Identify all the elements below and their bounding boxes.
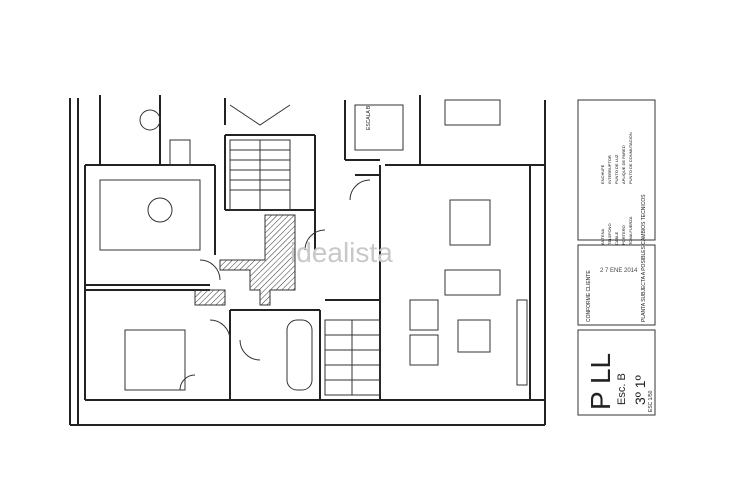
client-subtitle: PLANTA SUBJECTA A POSIBLES CAMBIOS TECNI… — [641, 194, 647, 322]
legend-item: TOMA FUERZA — [628, 216, 633, 245]
legend-box — [577, 99, 656, 241]
legend-item: PORTERO — [621, 225, 626, 245]
title-box: P LL Esc. B 3º 1º ESC 1/50 — [577, 329, 656, 416]
legend-item: TELEFONO — [607, 223, 612, 245]
date-stamp: 2 7 ENE 2014 — [600, 268, 638, 274]
legend-item: INTERRUPTOR — [607, 155, 612, 184]
watermark-logo: idealista — [290, 237, 393, 268]
legend-item: PUNTO DE CONMUTACION — [628, 132, 633, 184]
doors — [179, 179, 371, 391]
legend-item: ENCHUFE — [600, 164, 605, 184]
legend-item: ANTENA — [600, 228, 605, 245]
hatched-structure — [194, 214, 296, 306]
legend-items: ANTENA ENCHUFE TELEFONO INTERRUPTOR CABL… — [578, 100, 655, 245]
client-box: CONFORME CLIENTE PLANTA SUBJECTA A POSIB… — [577, 194, 656, 326]
furniture — [99, 99, 528, 391]
stair-label: ESCALA B — [366, 105, 372, 130]
plan-floor: 3º 1º — [632, 375, 648, 405]
plan-stair: Esc. B — [616, 373, 628, 405]
client-title: CONFORME CLIENTE — [586, 270, 592, 322]
outer-walls — [69, 95, 546, 426]
plan-code: P LL — [585, 353, 616, 410]
legend-item: PUNTO DE LUZ — [614, 154, 619, 184]
plan-scale: ESC 1/50 — [648, 390, 654, 412]
legend-item: APLIQUE DE PARED — [621, 145, 626, 184]
stairs — [229, 104, 404, 396]
legend-item: CABLE — [614, 231, 619, 245]
